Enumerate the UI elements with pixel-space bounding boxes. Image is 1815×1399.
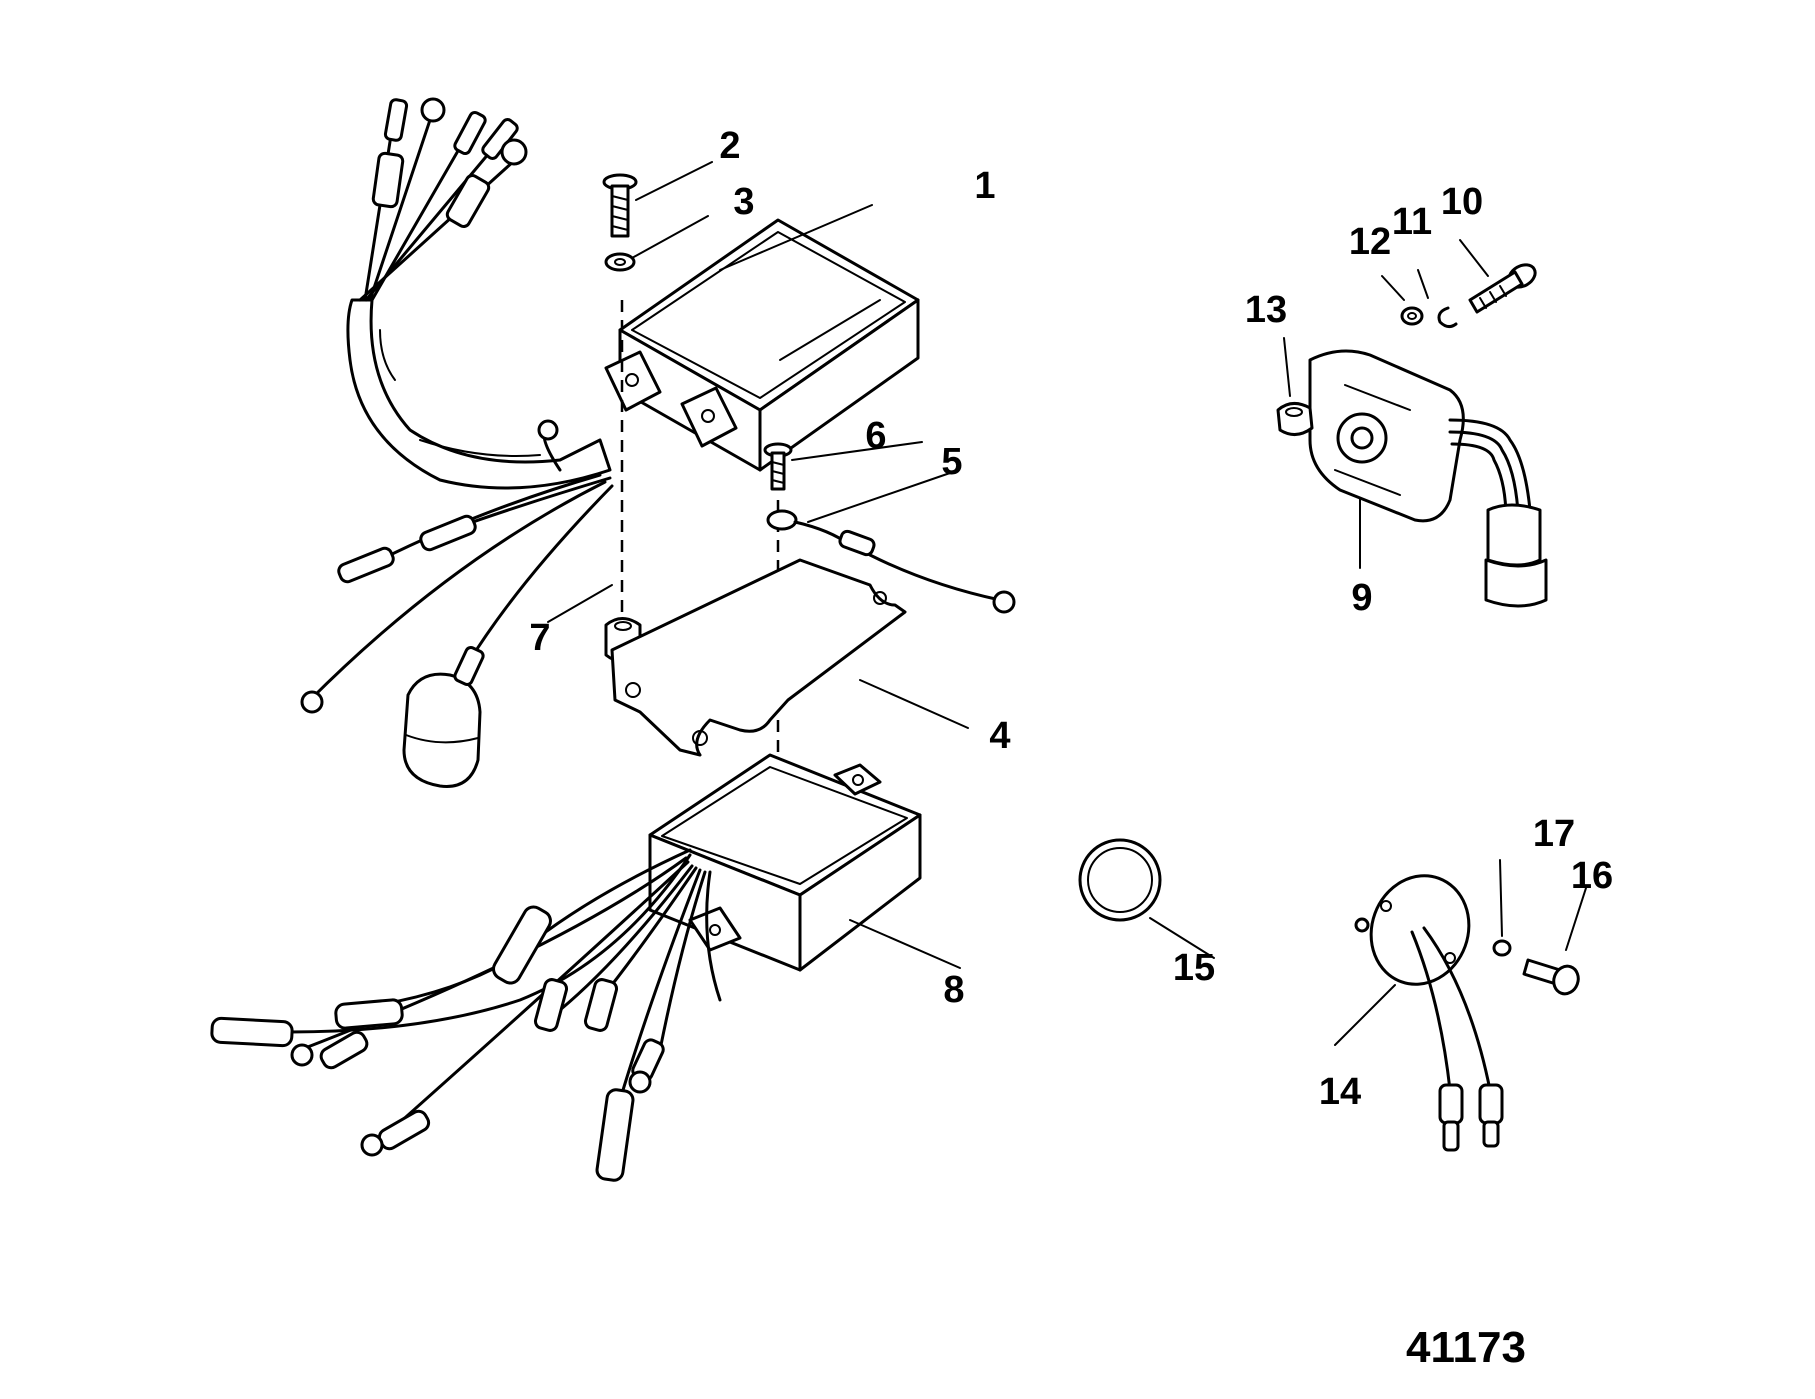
callout-16: 16 [1571,855,1613,897]
part-16-screw [1522,958,1580,996]
part-12-washer [1400,306,1424,326]
callout-17: 17 [1533,813,1575,855]
callout-13: 13 [1245,289,1287,331]
callout-8: 8 [943,969,964,1011]
part-15-o-ring [1078,838,1162,922]
part-5-ground-strap [766,509,1016,614]
part-14-sensor-plate [1354,874,1504,1152]
callout-15: 15 [1173,947,1215,989]
callout-2: 2 [719,125,740,167]
callout-3: 3 [733,181,754,223]
callout-7: 7 [529,617,550,659]
callout-14: 14 [1319,1071,1361,1113]
callout-5: 5 [941,441,962,483]
part-6-screw [763,442,793,491]
part-17-washer [1492,939,1512,957]
figure-number: 41173 [1406,1323,1526,1372]
part-3-washer [604,252,636,272]
part-8-wiring [210,848,722,1182]
callout-6: 6 [865,415,886,457]
part-1-wiring-harness [300,97,614,788]
part-10-screw [1468,263,1537,314]
part-1-module [604,218,920,472]
part-4-mounting-plate [610,558,907,757]
leader-lines [547,161,1587,1046]
callout-12: 12 [1349,221,1391,263]
part-8-module [648,753,922,972]
callout-4: 4 [989,715,1010,757]
callout-11: 11 [1392,201,1432,243]
part-2-screw [602,173,638,238]
part-9-sensor [1308,349,1548,608]
callout-10: 10 [1441,181,1483,223]
callout-9: 9 [1351,577,1372,619]
part-11-lock-washer [1437,306,1458,329]
callout-1: 1 [974,165,995,207]
part-13-spacer [1276,402,1314,436]
